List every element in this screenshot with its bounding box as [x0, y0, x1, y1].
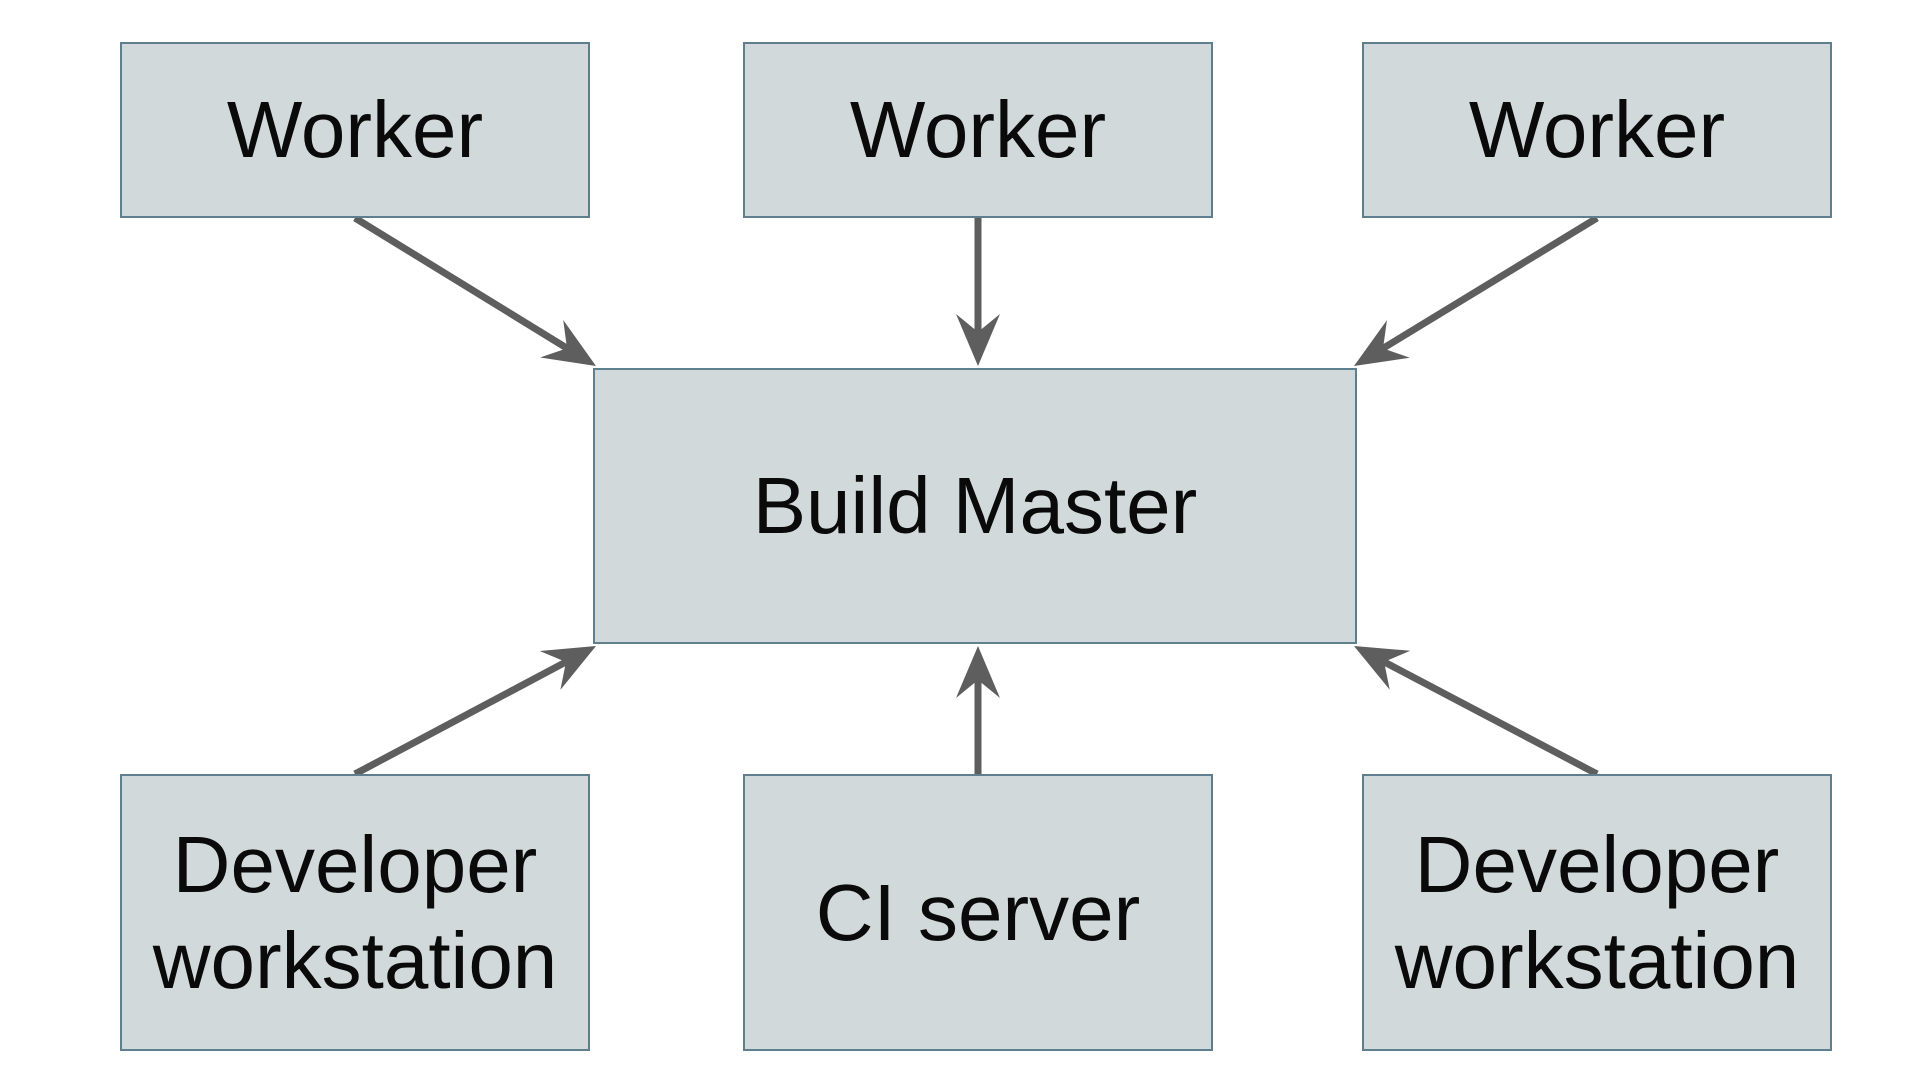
node-label: Worker [1468, 85, 1726, 174]
edge-worker-1-to-build-master [353, 215, 596, 366]
arrowhead [1354, 320, 1410, 366]
arrowhead [956, 646, 1000, 698]
edge-line [353, 658, 568, 778]
edge-line [1381, 215, 1599, 352]
arrowhead [1354, 646, 1411, 690]
arrowhead [539, 646, 596, 690]
node-developer-workstation-2: Developer workstation [1362, 774, 1832, 1051]
node-label: CI server [815, 867, 1141, 957]
edge-developer-workstation-2-to-build-master [1354, 646, 1599, 778]
node-label: Build Master [752, 461, 1198, 550]
node-ci-server: CI server [743, 774, 1213, 1051]
arrowhead [540, 320, 596, 366]
node-worker-3: Worker [1362, 42, 1832, 218]
node-label: Worker [226, 85, 484, 174]
edge-line [353, 215, 569, 352]
node-label: Worker [849, 85, 1107, 174]
node-worker-1: Worker [120, 42, 590, 218]
edge-worker-2-to-build-master [956, 218, 1000, 366]
node-developer-workstation-1: Developer workstation [120, 774, 590, 1051]
node-label: Developer workstation [1394, 819, 1800, 1005]
node-build-master: Build Master [593, 368, 1357, 644]
node-label: Developer workstation [152, 819, 558, 1005]
arrowhead [956, 314, 1000, 366]
edge-line [1382, 658, 1599, 778]
edge-ci-server-to-build-master [956, 646, 1000, 774]
edge-worker-3-to-build-master [1354, 215, 1599, 366]
node-worker-2: Worker [743, 42, 1213, 218]
edge-developer-workstation-1-to-build-master [353, 646, 596, 778]
